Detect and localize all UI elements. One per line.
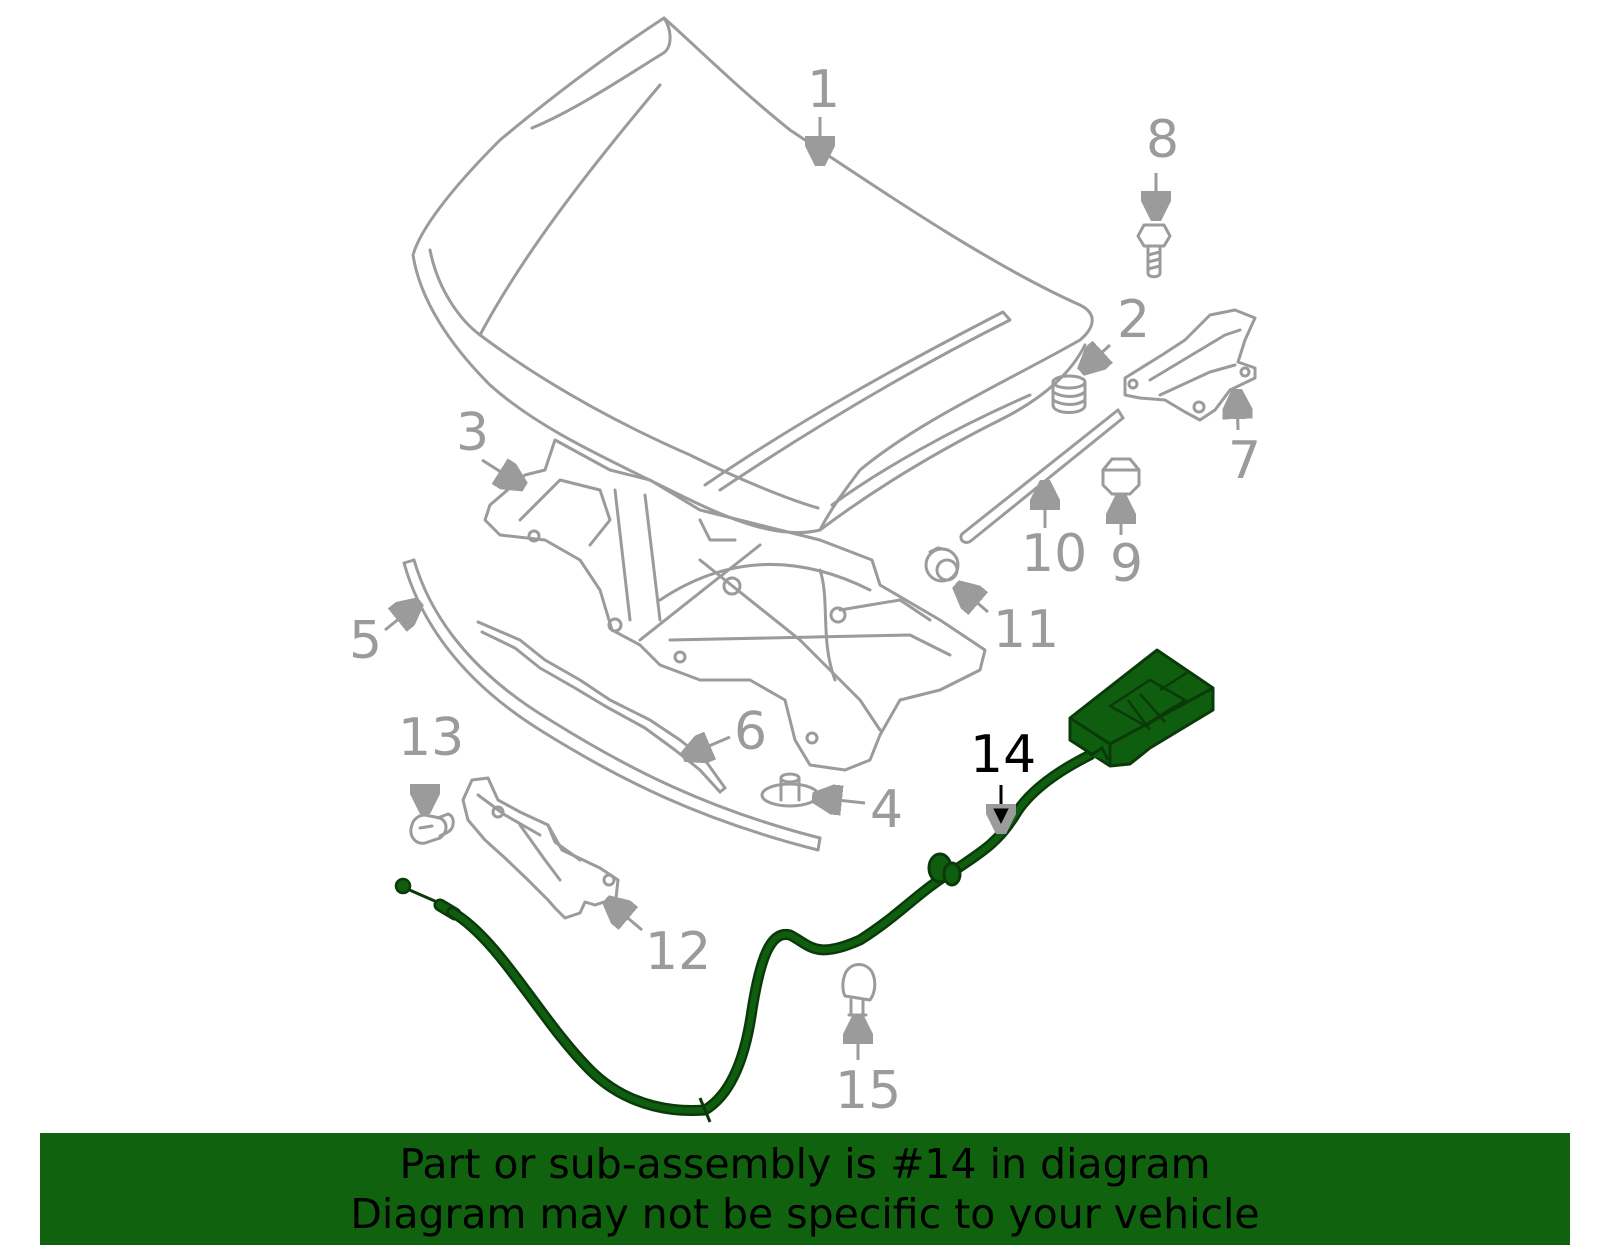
part-15-knob [841, 963, 877, 1017]
callout-2: 2 [1117, 290, 1151, 350]
callout-10: 10 [1021, 524, 1088, 584]
leader-7 [1237, 395, 1238, 431]
part-14-release-cable [394, 648, 1215, 1123]
callout-14: 14 [970, 725, 1037, 785]
callout-13: 13 [398, 708, 465, 768]
callout-4: 4 [870, 780, 904, 840]
leader-12 [610, 903, 643, 932]
part-13-bumper-stop [409, 812, 455, 845]
part-3-hood-frame [483, 438, 987, 772]
part-2-buffer [1051, 374, 1087, 414]
callout-6: 6 [734, 702, 768, 762]
part-1-hood [411, 16, 1094, 535]
callout-11: 11 [993, 600, 1060, 660]
leader-6 [688, 737, 731, 755]
callout-15: 15 [835, 1061, 902, 1121]
part-11-grommet [924, 546, 960, 583]
callout-9: 9 [1110, 534, 1144, 594]
part-7-latch-bracket [1123, 308, 1257, 422]
part-12-hood-latch [461, 776, 620, 920]
part-8-bolt [1136, 223, 1172, 279]
callout-7: 7 [1228, 431, 1262, 491]
leader-5 [384, 605, 416, 630]
banner-line-part-number: Part or sub-assembly is #14 in diagram [399, 1140, 1211, 1188]
info-banner: Part or sub-assembly is #14 in diagram D… [40, 1133, 1570, 1245]
part-9-nut [1101, 457, 1141, 496]
part-10-prop-rod [959, 408, 1125, 544]
leader-2 [1085, 345, 1110, 368]
part-4-clip [760, 772, 820, 808]
leader-4 [818, 798, 866, 803]
callout-12: 12 [645, 922, 712, 982]
leader-arrows [384, 117, 1238, 1060]
callout-3: 3 [456, 403, 490, 463]
part-5-seal-strip [402, 558, 822, 852]
banner-line-disclaimer: Diagram may not be specific to your vehi… [350, 1190, 1260, 1238]
callout-1: 1 [807, 60, 841, 120]
leader-3 [481, 460, 520, 484]
callout-5: 5 [349, 611, 383, 671]
callout-8: 8 [1146, 110, 1180, 170]
leader-11 [960, 588, 989, 612]
